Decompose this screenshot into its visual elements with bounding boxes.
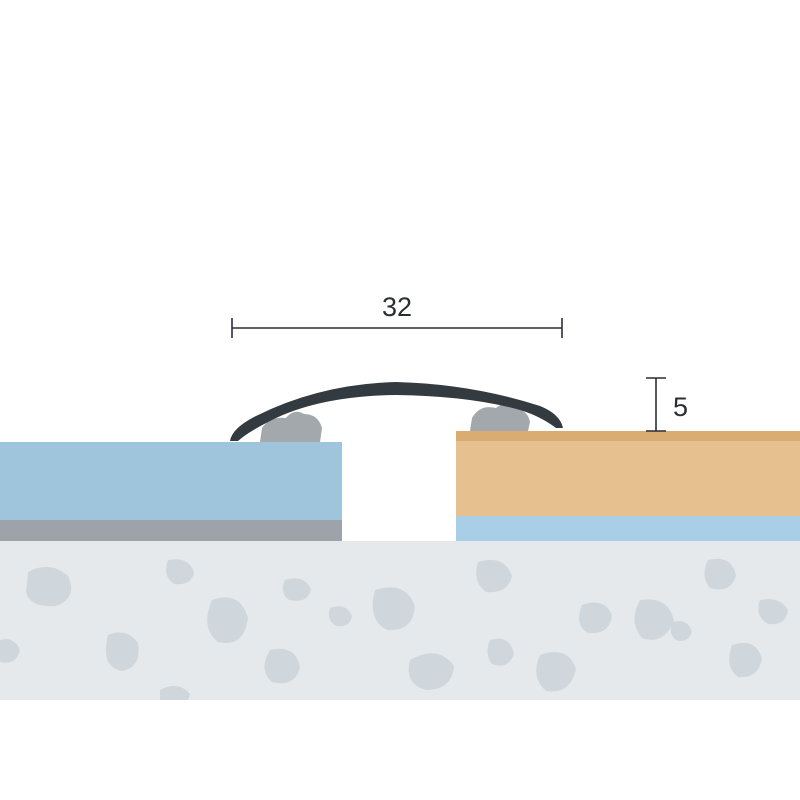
right-floor-base-layer: [456, 516, 800, 541]
right-floor-covering: [456, 431, 800, 541]
screw-hole-icon: [393, 396, 399, 402]
left-floor-top-layer: [0, 442, 342, 520]
width-dimension-label: 32: [382, 292, 412, 322]
left-floor-base-layer: [0, 520, 342, 541]
right-floor-top-layer: [456, 441, 800, 516]
concrete-screed: [0, 541, 800, 700]
transition-profile: [230, 382, 563, 441]
right-clip: [470, 404, 530, 431]
height-dimension: [646, 377, 666, 432]
height-dimension-label: 5: [673, 392, 688, 422]
width-dimension: [231, 318, 563, 338]
screed-stones: [0, 558, 788, 700]
left-floor-covering: [0, 442, 342, 541]
left-clip: [260, 411, 322, 442]
profile-clips: [260, 404, 530, 442]
right-floor-edge: [456, 431, 800, 441]
